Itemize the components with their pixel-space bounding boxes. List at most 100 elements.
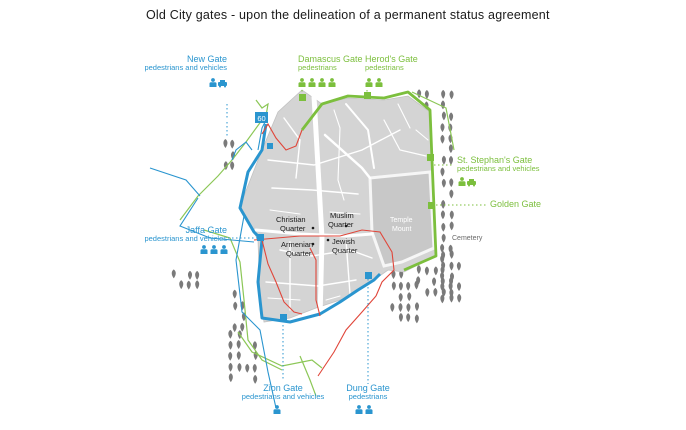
tree-icon bbox=[237, 362, 242, 372]
golden-gate-label: Golden Gate bbox=[490, 199, 542, 209]
israeli-route bbox=[238, 123, 382, 324]
tree-icon bbox=[440, 167, 445, 177]
tree-icon bbox=[230, 139, 235, 149]
zion-gate-label: Zion Gate pedestrians and vehicles bbox=[241, 383, 325, 402]
dung-gate-label: Dung Gate pedestrians bbox=[346, 383, 390, 402]
tree-icon bbox=[228, 362, 233, 372]
tree-icon bbox=[390, 302, 395, 312]
road-sign-60: 60 bbox=[255, 112, 268, 123]
new-gate-label: New Gate pedestrians and vehicles bbox=[144, 54, 227, 73]
tree-icon bbox=[417, 89, 422, 99]
outer-green-paths bbox=[179, 91, 455, 397]
tree-icon bbox=[449, 261, 454, 271]
gate-icons bbox=[200, 78, 476, 414]
tree-icon bbox=[195, 280, 200, 290]
stephens-gate-person-car-icon bbox=[458, 177, 476, 187]
tree-icon bbox=[456, 282, 462, 292]
tree-icon bbox=[195, 270, 200, 280]
tree-icon bbox=[391, 281, 396, 291]
tree-icon bbox=[407, 292, 412, 302]
tree-icon bbox=[441, 155, 446, 165]
outer-blue-paths bbox=[149, 119, 277, 409]
tree-icon bbox=[449, 210, 454, 220]
tree-icon bbox=[414, 314, 419, 324]
map-title: Old City gates - upon the delineation of… bbox=[146, 8, 550, 22]
tree-icon bbox=[441, 199, 446, 209]
tree-icon bbox=[440, 210, 445, 220]
tree-icon bbox=[432, 277, 437, 287]
stephens-gate-label: St. Stephan's Gate pedestrians and vehic… bbox=[457, 155, 540, 174]
jaffa-gate-person-icon bbox=[200, 245, 228, 254]
tree-icon bbox=[425, 287, 430, 297]
tree-icon bbox=[441, 222, 446, 232]
tree-icon bbox=[448, 144, 453, 154]
tree-icon bbox=[245, 363, 250, 373]
tree-icon bbox=[449, 90, 454, 100]
tree-icon bbox=[449, 221, 454, 231]
tree-icon bbox=[449, 112, 454, 122]
herods-gate-label: Herod's Gate pedestrians bbox=[365, 54, 418, 73]
tree-icon bbox=[398, 313, 403, 323]
tree-icon bbox=[440, 134, 445, 144]
tree-icon bbox=[398, 303, 403, 313]
partition-border bbox=[253, 122, 395, 377]
tree-icon bbox=[406, 303, 411, 313]
tree-icon bbox=[433, 287, 438, 297]
tree-icon bbox=[240, 322, 245, 332]
zion-gate-person-icon bbox=[273, 405, 281, 414]
tree-icon bbox=[228, 340, 233, 350]
tree-icon bbox=[228, 329, 233, 339]
tree-icon bbox=[233, 301, 238, 311]
jaffa-gate-label: Jaffa Gate pedestrians and vehicles bbox=[144, 225, 227, 244]
gate-markers bbox=[257, 92, 435, 321]
tree-icon bbox=[441, 178, 446, 188]
tree-icon bbox=[406, 281, 411, 291]
tree-icon bbox=[232, 323, 237, 333]
herods-gate-person-icon bbox=[365, 78, 383, 87]
tree-icon bbox=[398, 292, 403, 302]
tree-icon bbox=[406, 313, 411, 323]
road-number: 60 bbox=[257, 114, 265, 123]
tree-icon bbox=[228, 373, 233, 383]
new-gate-person-car-icon bbox=[209, 78, 227, 88]
tree-icon bbox=[440, 100, 446, 110]
tree-icon bbox=[448, 155, 454, 165]
tree-icon bbox=[441, 233, 446, 243]
leader-lines bbox=[226, 90, 488, 384]
tree-icon bbox=[456, 261, 461, 271]
tree-icon bbox=[179, 280, 184, 290]
tree-icon bbox=[252, 363, 257, 373]
tree-icon bbox=[416, 265, 421, 275]
tree-icon bbox=[230, 161, 235, 171]
tree-icon bbox=[236, 351, 241, 361]
tree-icon bbox=[424, 90, 429, 100]
tree-icon bbox=[440, 123, 445, 133]
tree-icon bbox=[171, 269, 176, 279]
tree-icon bbox=[449, 189, 454, 199]
tree-icon bbox=[433, 266, 438, 276]
palestinian-route bbox=[300, 90, 438, 272]
tree-icon bbox=[449, 178, 454, 188]
dung-gate-person-icon bbox=[355, 405, 373, 414]
tree-icon bbox=[441, 111, 446, 121]
tree-icon bbox=[236, 340, 241, 350]
damascus-gate-label: Damascus Gate pedestrians bbox=[298, 54, 363, 73]
tree-icon bbox=[253, 374, 258, 384]
tree-icon bbox=[414, 302, 420, 312]
tree-icon bbox=[187, 270, 193, 280]
damascus-gate-person-icon bbox=[298, 78, 336, 87]
tree-icon bbox=[232, 289, 237, 299]
tree-icon bbox=[228, 351, 233, 361]
tree-icon bbox=[441, 89, 446, 99]
tree-icon bbox=[223, 139, 228, 149]
street-network bbox=[254, 93, 429, 321]
tree-icon bbox=[186, 280, 191, 290]
cemetery-label: Cemetery bbox=[452, 235, 483, 242]
tree-icon bbox=[457, 293, 462, 303]
